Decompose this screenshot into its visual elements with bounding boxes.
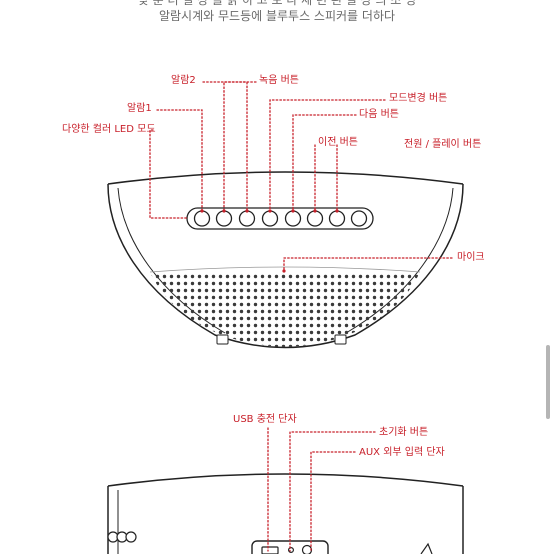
label-mic: 마이크 — [457, 252, 485, 263]
button-prev — [306, 210, 324, 227]
speaker-bottom-view — [107, 473, 464, 554]
speaker-front-view — [107, 171, 464, 349]
button-panel — [186, 207, 374, 230]
foot-left — [216, 334, 229, 345]
aux-port — [301, 544, 313, 554]
label-mode-button: 모드변경 버튼 — [389, 93, 448, 104]
caption-line-1: 낮 뿐 더 일 상 을 밝 히 고 보 다 세 련 된 일 상 의 조 명 — [137, 0, 417, 7]
button-record — [238, 210, 256, 227]
leader-lines-bottom — [267, 427, 376, 552]
leader-mode — [269, 99, 386, 212]
label-next-button: 다음 버튼 — [359, 109, 399, 120]
button-mode — [261, 210, 279, 227]
button-power-play — [328, 210, 346, 227]
usb-port — [261, 546, 279, 554]
device-rim — [107, 171, 464, 185]
side-coils — [107, 531, 137, 543]
label-prev-button: 이전 버튼 — [318, 137, 358, 148]
page-scrollbar[interactable] — [546, 345, 550, 419]
grille-top-edge — [149, 266, 421, 273]
button-alarm2 — [215, 210, 233, 227]
label-record-button: 녹음 버튼 — [259, 75, 299, 86]
leader-lines-top — [149, 81, 453, 271]
leader-record — [223, 81, 257, 212]
label-color-led-mode: 다양한 컬러 LED 모드 — [62, 124, 156, 135]
right-edge-mark — [420, 542, 433, 554]
label-usb-port: USB 충전 단자 — [233, 414, 297, 425]
bottom-rim — [107, 473, 464, 487]
caption-line-2: 알람시계와 무드등에 블루투스 스피커를 더하다 — [158, 9, 396, 23]
speaker-grille — [150, 272, 420, 347]
leader-reset — [289, 431, 376, 552]
foot-right — [334, 334, 347, 345]
button-next — [284, 210, 302, 227]
button-extra — [350, 210, 368, 227]
device-body — [107, 183, 464, 349]
reset-hole — [288, 546, 295, 553]
leader-alarm1 — [156, 109, 203, 212]
label-alarm1: 알람1 — [127, 103, 152, 114]
label-power-play-button: 전원 / 플레이 버튼 — [404, 139, 482, 150]
leader-aux — [310, 451, 356, 552]
label-alarm2: 알람2 — [171, 75, 196, 86]
leader-dots — [200, 209, 339, 273]
leader-color-led — [149, 129, 188, 219]
label-aux-port: AUX 외부 입력 단자 — [359, 447, 445, 458]
label-reset-button: 초기화 버튼 — [379, 427, 429, 438]
button-alarm1 — [193, 210, 211, 227]
leader-alarm2 — [202, 81, 248, 212]
leader-next — [292, 114, 357, 212]
leader-mic — [283, 257, 453, 271]
